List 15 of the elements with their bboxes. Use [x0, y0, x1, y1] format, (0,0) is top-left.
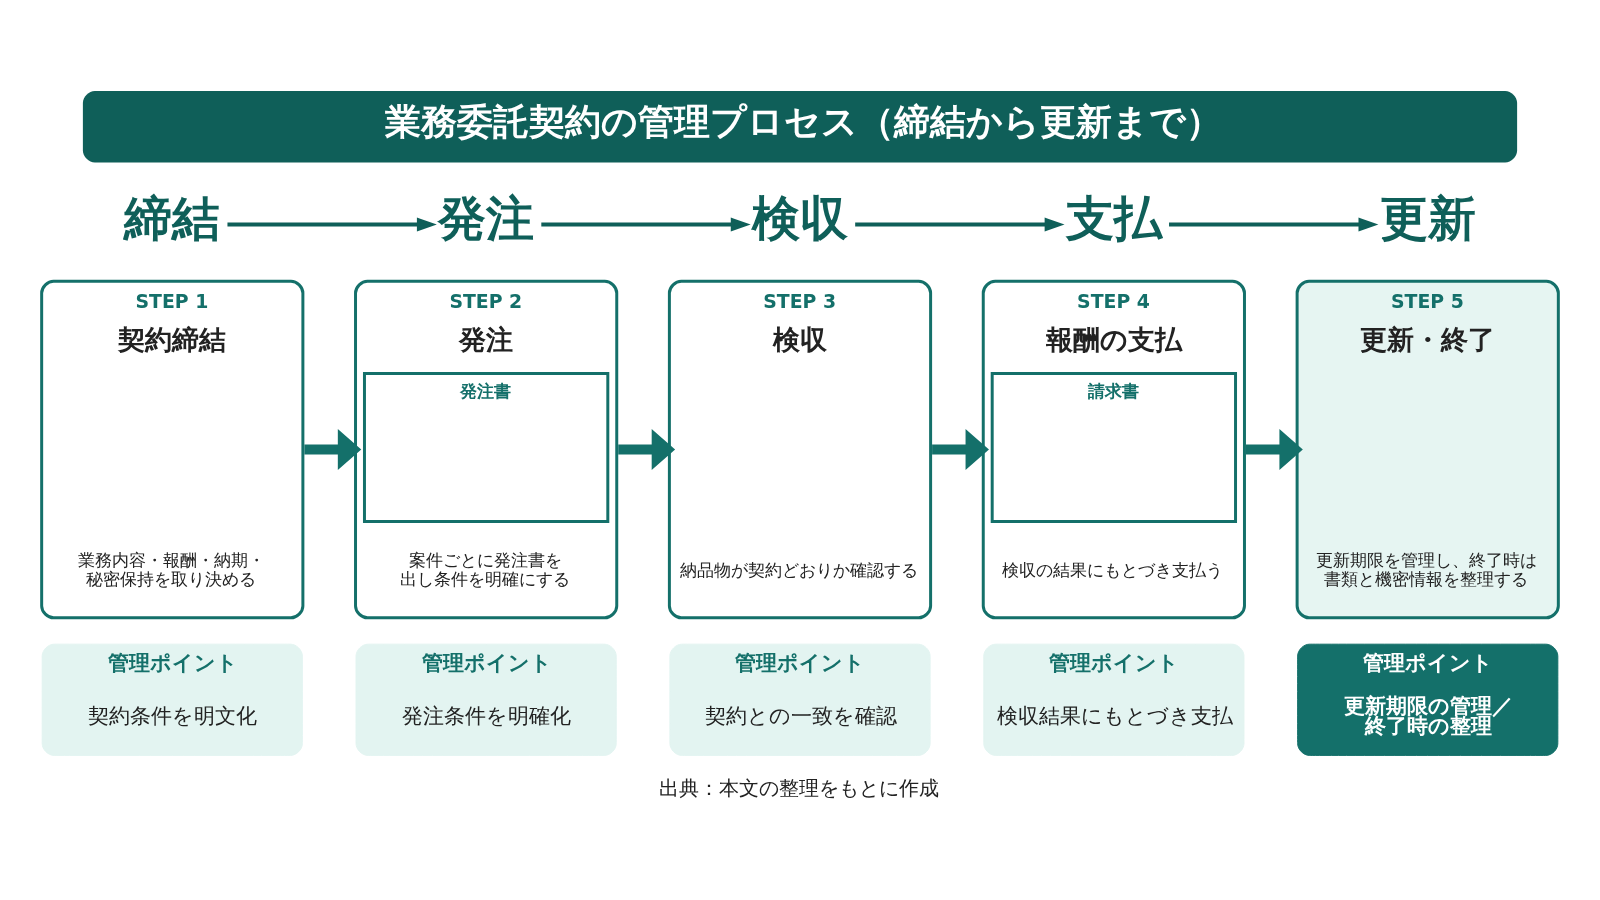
caption: 出典：本文の整理をもとに作成	[658, 777, 939, 801]
node-text: 更新	[1379, 191, 1476, 247]
arrow	[618, 429, 676, 470]
arrow	[855, 217, 1065, 232]
diagram-title: 業務委託契約の管理プロセス（締結から更新まで）	[385, 101, 1223, 143]
arrow	[1169, 217, 1379, 232]
arrow	[541, 217, 751, 232]
arrow	[1245, 429, 1303, 470]
arrow	[304, 429, 362, 470]
node-text: 検収	[751, 191, 848, 247]
node-text: 締結	[124, 191, 221, 247]
arrow	[227, 217, 437, 232]
node-text: 発注	[437, 191, 534, 247]
node-text: 支払	[1065, 191, 1162, 247]
arrow	[932, 429, 989, 470]
